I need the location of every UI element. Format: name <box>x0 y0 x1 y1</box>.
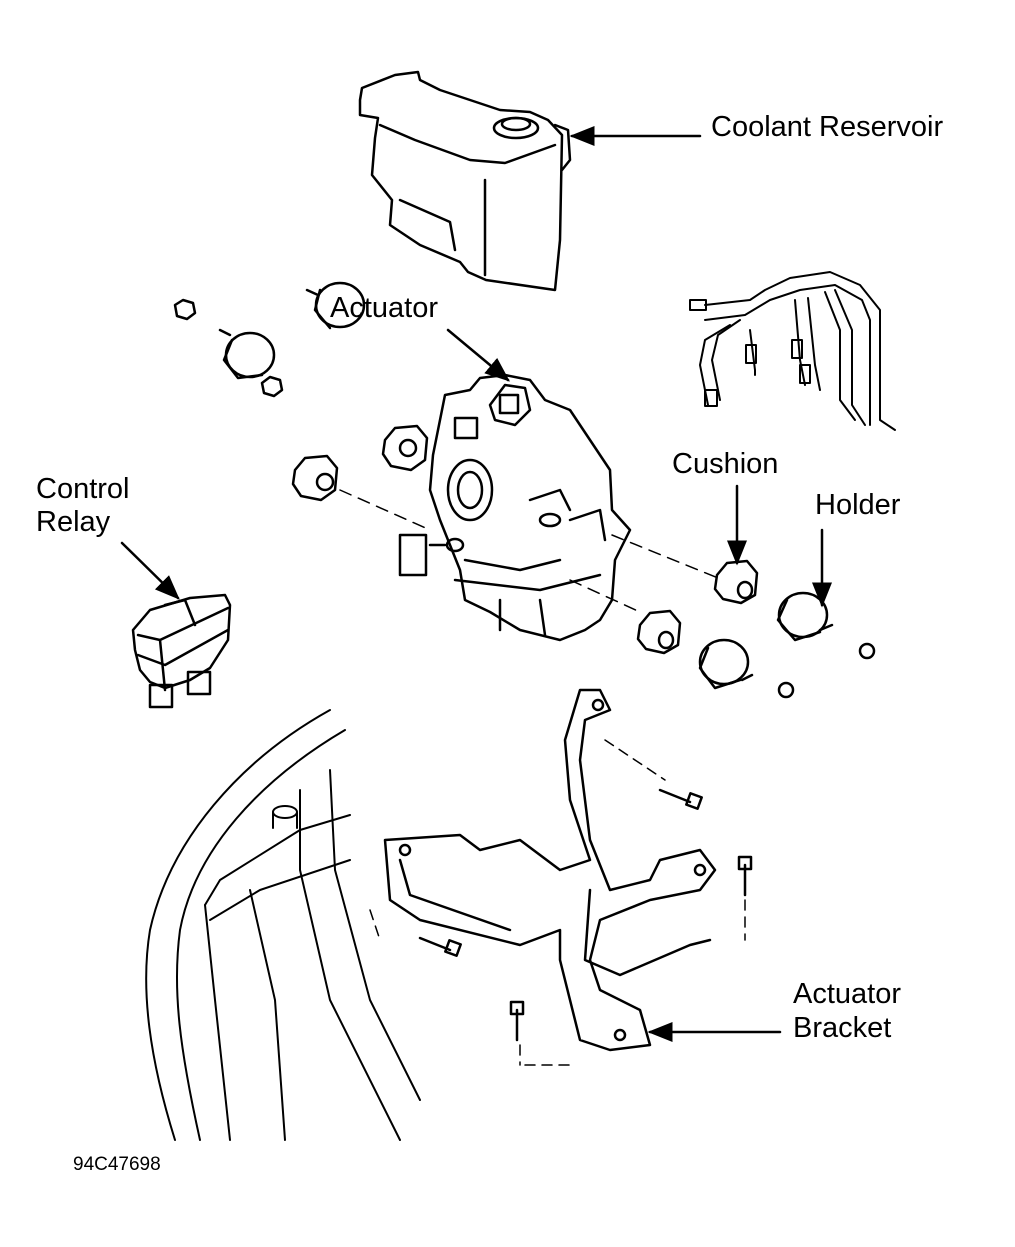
actuator-part <box>398 373 632 642</box>
coolant-reservoir-label: Coolant Reservoir <box>711 111 944 143</box>
left-mount-parts <box>173 281 429 502</box>
dashed-alignment-line <box>611 534 719 579</box>
brake-lines-part <box>689 271 896 431</box>
bolt-dashed-lines <box>369 739 746 1066</box>
vehicle-body-outline <box>145 709 421 1141</box>
control-relay-leader <box>120 541 180 600</box>
control-relay-label-line2: Relay <box>36 506 111 538</box>
coolant-reservoir-part <box>358 70 572 292</box>
holder-label: Holder <box>815 489 901 521</box>
actuator-leader <box>446 328 510 382</box>
bolts <box>418 788 753 1042</box>
actuator-bracket-label-line1: Actuator <box>793 978 901 1010</box>
actuator-label: Actuator <box>330 292 438 324</box>
actuator-bracket-part <box>383 688 717 1052</box>
cushion-label: Cushion <box>672 448 779 480</box>
dashed-alignment-line <box>569 579 641 613</box>
right-mount-parts <box>636 559 876 699</box>
control-relay-label-line1: Control <box>36 473 130 505</box>
dashed-alignment-line <box>339 489 431 531</box>
actuator-bracket-label-line2: Bracket <box>793 1012 892 1044</box>
figure-id: 94C47698 <box>73 1154 161 1175</box>
control-relay-part <box>131 593 232 709</box>
